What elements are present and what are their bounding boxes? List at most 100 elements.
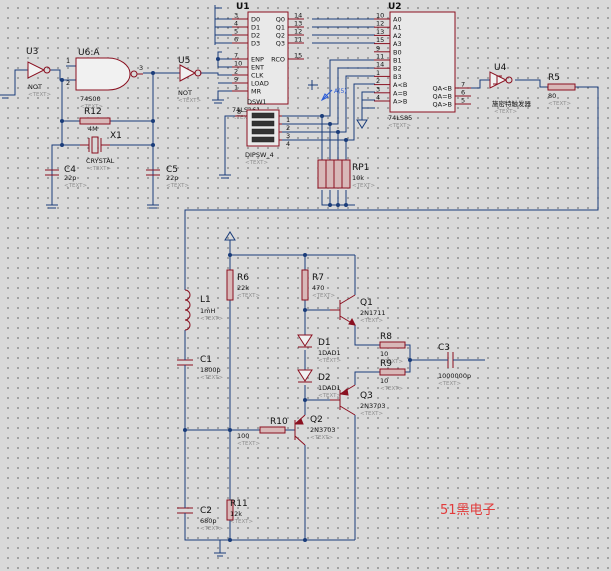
u1-pin-name: Q0 (276, 16, 285, 24)
u5-text: <TEXT> (178, 98, 201, 104)
r11-text: <TEXT> (230, 519, 253, 525)
r8-resistor[interactable]: R8 10 <TEXT> (379, 332, 406, 365)
dsw1-ref: DSW1 (247, 98, 267, 106)
r12-resistor[interactable]: R12 4M (79, 107, 111, 133)
u5-not-gate[interactable]: U5 NOT <TEXT> (178, 56, 202, 104)
d1-diode[interactable]: D1 1DAD1 <TEXT> (297, 334, 341, 364)
c3-ref: C3 (438, 343, 450, 353)
x1-ref: X1 (110, 131, 122, 141)
r5-value: 80 (548, 92, 556, 100)
c5-text: <TEXT> (166, 183, 189, 189)
u1-value: 74LS161 (232, 106, 260, 114)
c2-ref: C2 (200, 506, 212, 516)
r5-ref: R5 (548, 73, 560, 83)
r9-value: 10 (380, 377, 388, 385)
u4-ref: U4 (494, 63, 507, 73)
l1-inductor[interactable]: L1 1mH <TEXT> (184, 289, 223, 331)
u6a-pin3: 3 (139, 64, 143, 72)
u2-pin-name: A=B (393, 89, 407, 97)
c1-text: <TEXT> (200, 375, 223, 381)
voltage-probe[interactable]: A(5) (320, 88, 347, 102)
u5-ref: U5 (178, 56, 190, 66)
q2-ref: Q2 (310, 415, 323, 425)
u1-pin-number: 15 (294, 52, 302, 60)
ground-symbol (219, 174, 231, 179)
u2-value: 74LS85 (388, 114, 412, 122)
dsw1-pin-4: 4 (286, 140, 290, 148)
r5-text: <TEXT> (548, 101, 571, 107)
c3-value: 1000000p (438, 372, 471, 380)
dsw1-pin-3: 3 (286, 132, 290, 140)
u2-pin-name: A<B (393, 81, 407, 89)
u4-schmitt-trigger[interactable]: U4 施密特触发器 <TEXT> (489, 63, 532, 115)
dsw1-dip-switch[interactable]: 8 1 2 3 4 DSW1 DIPSW_4 <TEXT> (235, 98, 290, 166)
c4-capacitor[interactable]: C4 22p <TEXT> (45, 165, 87, 189)
r10-resistor[interactable]: R10 100 <TEXT> (237, 417, 288, 447)
r5-resistor[interactable]: R5 80 <TEXT> (547, 73, 576, 107)
c5-ref: C5 (166, 165, 178, 175)
c1-value: 1800p (200, 366, 221, 374)
rp1-text: <TEXT> (352, 183, 375, 189)
u1-pin-number: 11 (294, 36, 302, 44)
u2-pin-name: B3 (393, 73, 402, 81)
u2-pin-name: QA>B (433, 101, 452, 109)
r12-ref: R12 (84, 107, 102, 117)
r6-ref: R6 (237, 273, 249, 283)
c2-text: <TEXT> (200, 526, 223, 532)
u2-pin-number: 10 (376, 12, 384, 20)
c1-capacitor[interactable]: C1 1800p <TEXT> (177, 350, 223, 381)
d1-text: <TEXT> (318, 358, 341, 364)
rp1-resistor-pack[interactable]: RP1 10k <TEXT> (317, 159, 375, 189)
u6a-nand-gate[interactable]: U6:A 1 2 3 74S00 <TEXT> (66, 48, 143, 110)
r7-value: 470 (312, 284, 324, 292)
u2-pin-number: 2 (376, 77, 380, 85)
r11-resistor[interactable]: R11 12k <TEXT> (226, 499, 253, 525)
u1-pin-number: 14 (294, 12, 302, 20)
c2-capacitor[interactable]: C2 680p <TEXT> (177, 500, 223, 532)
q2-transistor[interactable]: Q2 2N3703 <TEXT> (294, 414, 336, 446)
r10-ref: R10 (270, 417, 288, 427)
x1-text: <TEXT> (88, 166, 111, 172)
d1-value: 1DAD1 (318, 349, 341, 357)
u6a-pin2: 2 (66, 79, 70, 87)
u1-pin-number: 7 (234, 52, 238, 60)
x1-crystal[interactable]: X1 CRYSTAL <TEXT> (80, 131, 122, 172)
u1-pin-number: 4 (234, 20, 238, 28)
u1-pin-name: ENT (251, 64, 264, 72)
probe-label: A(5) (334, 88, 347, 95)
ground-symbol (0, 94, 10, 99)
u2-pin-name: A0 (393, 16, 402, 24)
u1-pin-name: Q1 (276, 24, 285, 32)
q2-text: <TEXT> (310, 435, 333, 441)
dsw1-pin-2: 2 (286, 124, 290, 132)
r9-resistor[interactable]: R9 10 <TEXT> (379, 359, 406, 392)
r6-resistor[interactable]: R6 22k <TEXT> (226, 269, 260, 301)
c3-capacitor[interactable]: C3 1000000p <TEXT> (438, 343, 471, 387)
d2-diode[interactable]: D2 1DAD1 <TEXT> (297, 369, 341, 399)
c2-value: 680p (200, 517, 217, 525)
c5-capacitor[interactable]: C5 22p <TEXT> (146, 165, 189, 189)
u4-text: <TEXT> (494, 109, 517, 115)
watermark-label: 51黑电子 (440, 503, 496, 518)
u3-not-gate[interactable]: U3 NOT <TEXT> (26, 47, 51, 98)
rp1-value: 10k (352, 174, 364, 182)
u1-pin-name: D1 (251, 24, 260, 32)
u6a-value: 74S00 (80, 95, 101, 103)
u1-pin-name: D0 (251, 16, 260, 24)
r7-text: <TEXT> (312, 293, 335, 299)
u2-pin-name: A1 (393, 24, 402, 32)
u1-counter-ic[interactable]: U1 74LS161 <TEXT> D03D14D25D36ENP7ENT10C… (232, 2, 304, 121)
ground-symbol (214, 552, 226, 557)
q1-text: <TEXT> (360, 318, 383, 324)
u2-comparator-ic[interactable]: U2 74LS85 <TEXT> A010A112A213A315B09B111… (374, 2, 471, 129)
ground-symbol (147, 204, 159, 209)
q2-value: 2N3703 (310, 426, 336, 434)
r7-resistor[interactable]: R7 470 <TEXT> (301, 269, 335, 301)
r6-text: <TEXT> (237, 293, 260, 299)
u1-pin-number: 9 (234, 76, 238, 84)
cascade-input-indicator (308, 80, 368, 129)
q1-npn-transistor[interactable]: Q1 2N1711 <TEXT> (330, 294, 386, 326)
q3-pnp-transistor[interactable]: Q3 2N3703 <TEXT> (330, 384, 386, 417)
